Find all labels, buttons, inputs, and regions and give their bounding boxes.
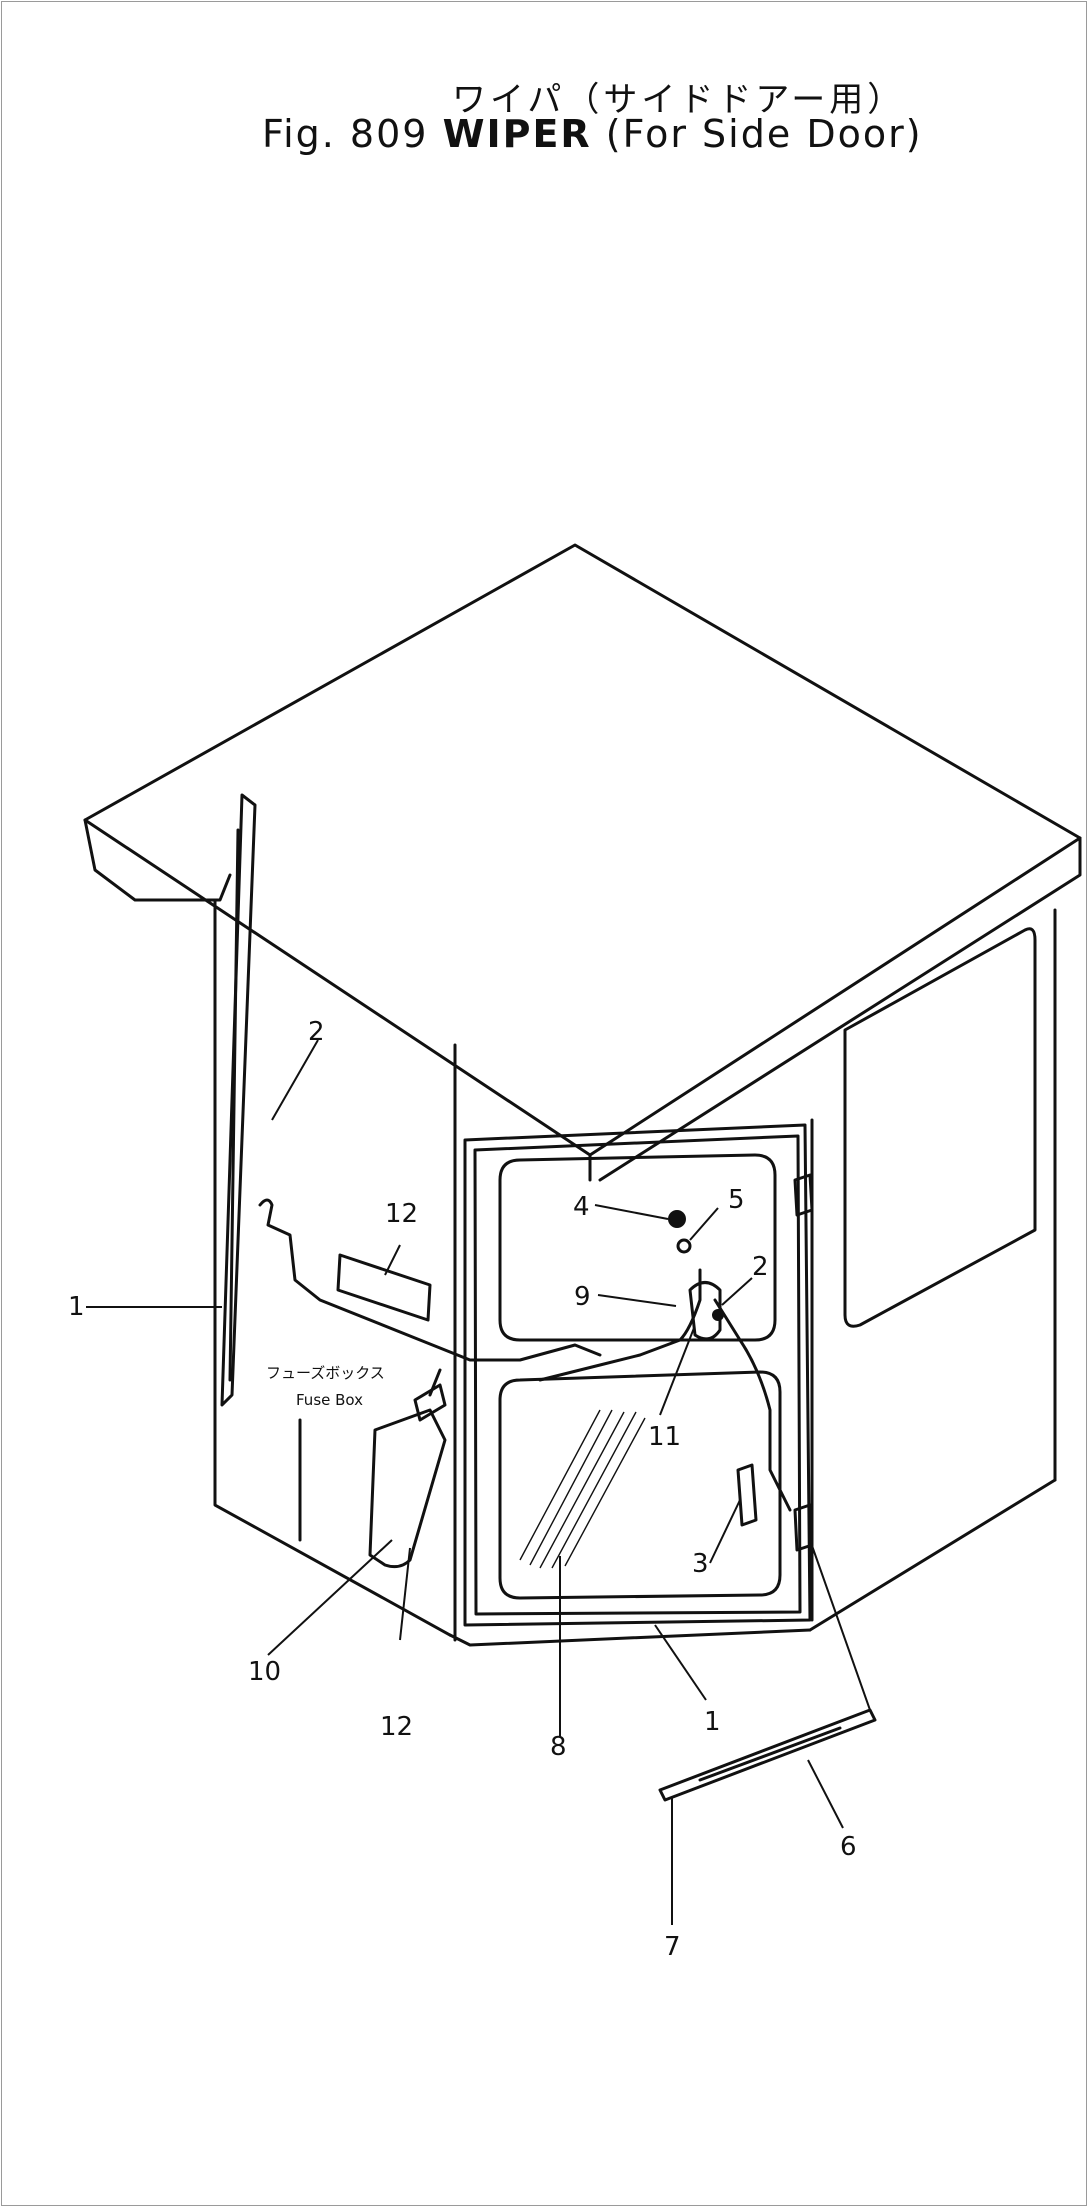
left-wiper-blade [220,793,257,1407]
glass-hatching [519,1409,646,1569]
door-pivot [712,1309,724,1321]
door-frame-inner [473,1134,802,1616]
fuse-box-label-jp: フューズボックス [266,1364,385,1382]
callout-12-upper: 12 [385,1199,418,1229]
part-4-knob [668,1210,686,1228]
callout-2-left: 2 [308,1017,325,1047]
wiper-blade-lower-inner [698,1726,842,1782]
upper-window [498,1153,777,1342]
callout-11: 11 [648,1422,681,1452]
fuse-box-label-en: Fuse Box [296,1391,363,1409]
callout-3: 3 [692,1549,709,1579]
wiper-blade-lower [658,1708,877,1802]
figure-qualifier: (For Side Door) [605,112,923,156]
left-wiper-arm [258,1198,602,1362]
cab-bottom [448,1628,812,1647]
callout-6: 6 [840,1832,857,1862]
callout-4: 4 [573,1192,590,1222]
cab-right-bottom [808,1478,1057,1632]
part-12-bracket [336,1253,432,1322]
callout-1-bottom: 1 [704,1707,721,1737]
door-frame [463,1123,812,1627]
cab-left-wall [213,898,452,1637]
figure-number: Fig. 809 [262,112,429,156]
callout-8: 8 [550,1732,567,1762]
part-3-bolt [736,1463,758,1527]
callout-10: 10 [248,1657,281,1687]
washer-tank [368,1408,447,1569]
side-window [843,927,1037,1328]
callout-5: 5 [728,1185,745,1215]
callout-2-door: 2 [752,1252,769,1282]
wiper-bracket [688,1281,722,1341]
callout-7: 7 [664,1932,681,1962]
door-harness [538,1268,702,1382]
washer-motor [413,1383,447,1422]
callout-12-lower: 12 [380,1712,413,1742]
callout-1-left: 1 [68,1292,85,1322]
part-5-washer [676,1238,692,1254]
figure-title: Fig. 809 WIPER (For Side Door) [262,112,923,156]
roof-right-edge [598,836,1082,1182]
callout-9: 9 [574,1282,591,1312]
figure-name: WIPER [442,112,592,156]
door-harness-right [713,1298,792,1512]
left-wiper-blade-inner [228,828,240,1382]
roof-left-edge [83,818,232,902]
lower-window [498,1370,782,1600]
hinge-upper [793,1173,814,1217]
title-japanese: ワイパ（サイドドアー用） [452,80,906,120]
